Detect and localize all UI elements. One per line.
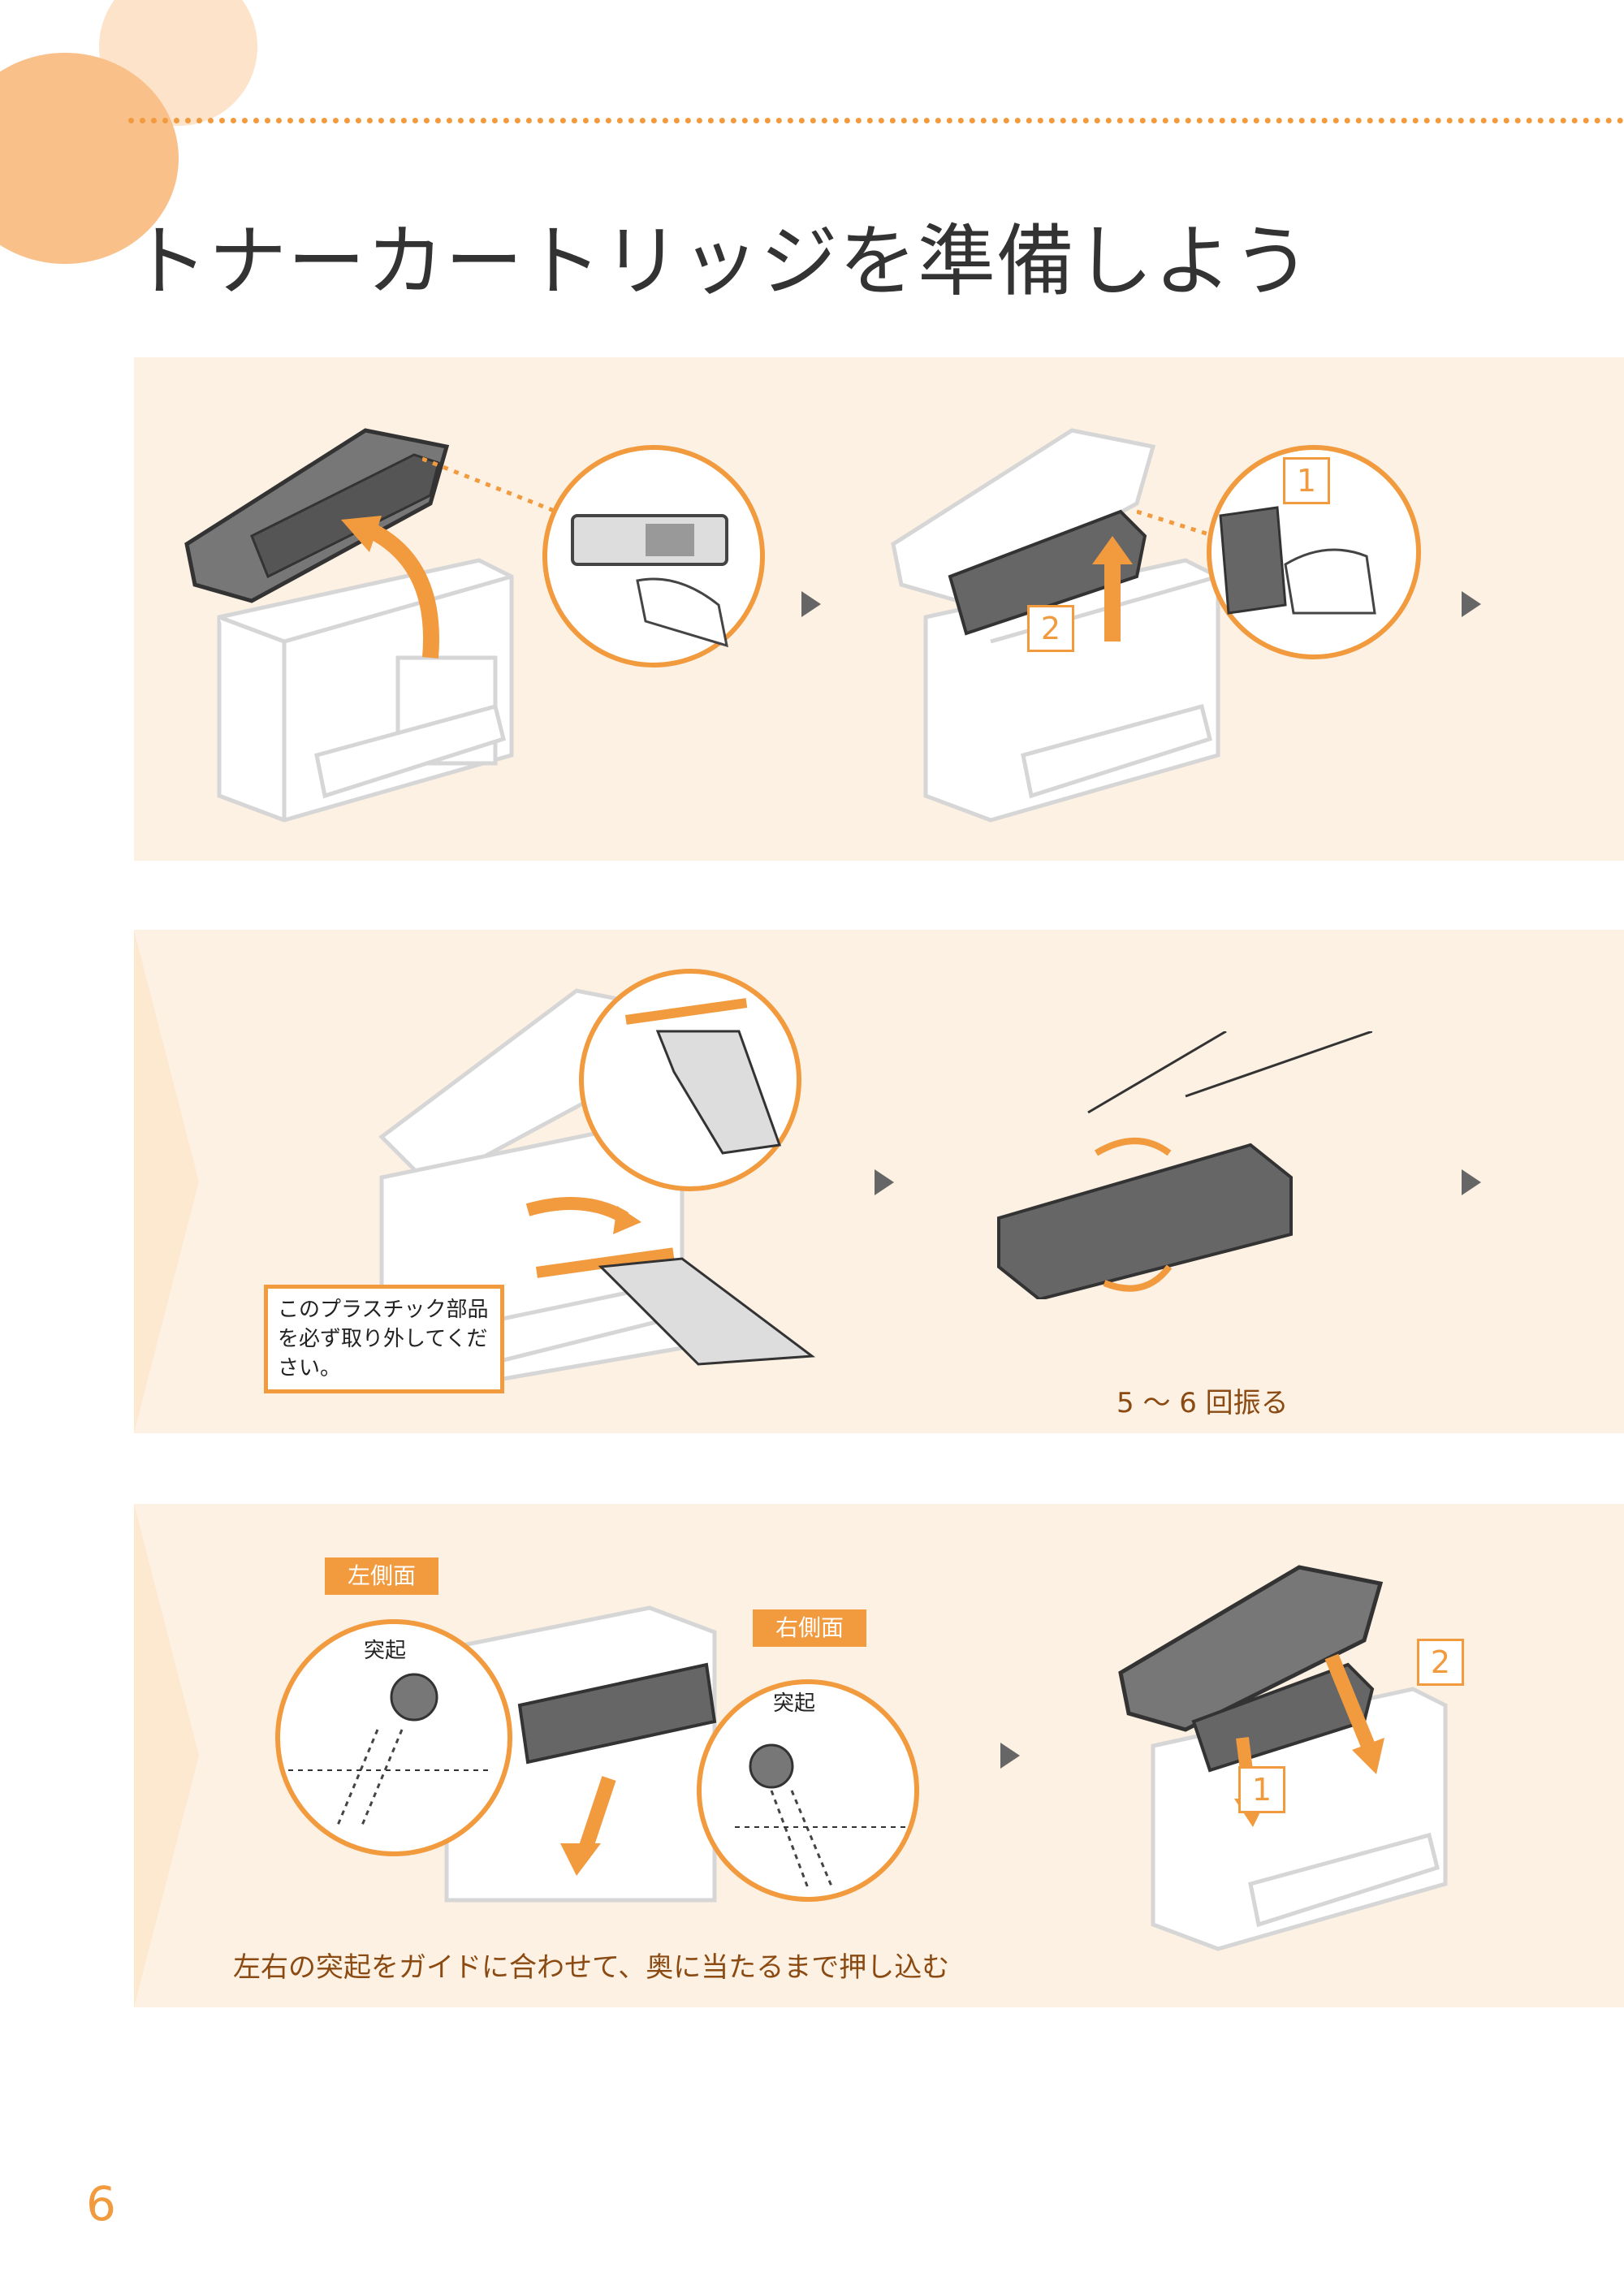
page-title: トナーカートリッジを準備しよう [130,216,1311,308]
magnifier-circle [1207,445,1421,659]
printer-illustration [184,428,514,823]
panel-chevron [134,1504,199,2007]
step-arrow-icon [1462,1169,1481,1195]
magnifier-circle [542,445,765,667]
page-number: 6 [86,2176,116,2231]
header-dotted-rule [128,118,1624,123]
leader-line [1137,509,1215,538]
step-arrow-icon [1462,591,1481,617]
header-decoration-large-circle [0,53,179,264]
printer-illustration [444,1605,717,1903]
insertion-caption: 左右の突起をガイドに合わせて、奥に当たるまで押し込む [233,1951,950,1984]
magnifier-circle [275,1619,512,1856]
removal-callout: このプラスチック部品を必ず取り外してください。 [264,1285,504,1393]
protrusion-label-right: 突起 [773,1691,816,1716]
magnifier-circle [697,1679,919,1902]
toner-cartridge-illustration [997,1031,1372,1299]
shake-caption: 5 〜 6 回振る [1116,1387,1289,1419]
magnifier-circle [579,969,801,1191]
step-number-1: 1 [1283,457,1330,504]
step-arrow-icon [875,1169,894,1195]
step-number-2: 2 [1417,1639,1464,1686]
printer-illustration [891,428,1220,823]
left-side-tag: 左側面 [325,1557,438,1595]
right-side-tag: 右側面 [753,1609,866,1647]
panel-chevron [134,930,199,1433]
leader-line [422,456,557,514]
step-number-2: 2 [1027,605,1074,652]
step-arrow-icon [1000,1743,1020,1769]
protrusion-label-left: 突起 [364,1639,407,1663]
step-arrow-icon [801,591,821,617]
step-number-1: 1 [1238,1766,1285,1813]
printer-illustration [1118,1565,1448,1951]
